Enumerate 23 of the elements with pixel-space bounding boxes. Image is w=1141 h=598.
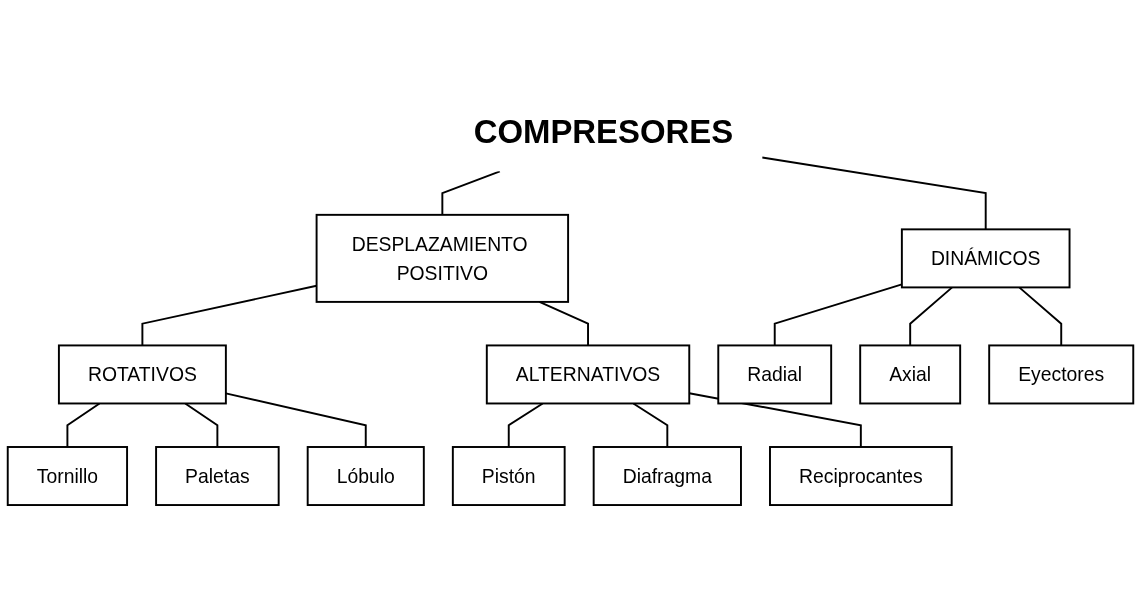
connector bbox=[1018, 286, 1063, 347]
node-box: ROTATIVOS bbox=[57, 344, 227, 405]
node-box: Reciprocantes bbox=[769, 446, 953, 506]
connector bbox=[761, 156, 987, 231]
node-box: Lóbulo bbox=[306, 446, 425, 506]
connector bbox=[507, 402, 544, 448]
node-box: DESPLAZAMIENTO POSITIVO bbox=[315, 213, 570, 303]
connector bbox=[909, 286, 954, 347]
connector bbox=[441, 170, 501, 216]
connector bbox=[66, 402, 101, 448]
node-box: Eyectores bbox=[988, 344, 1135, 405]
node-box: Radial bbox=[717, 344, 833, 405]
node-box: DINÁMICOS bbox=[900, 228, 1071, 289]
node-box: Axial bbox=[859, 344, 962, 405]
node-text: COMPRESORES bbox=[473, 113, 734, 151]
node-box: Diafragma bbox=[592, 446, 742, 506]
connector bbox=[184, 402, 219, 448]
node-box: Pistón bbox=[451, 446, 566, 506]
connector bbox=[538, 300, 589, 347]
node-box: ALTERNATIVOS bbox=[485, 344, 691, 405]
connector bbox=[632, 402, 669, 448]
node-box: Paletas bbox=[155, 446, 280, 506]
node-box: Tornillo bbox=[6, 446, 129, 506]
